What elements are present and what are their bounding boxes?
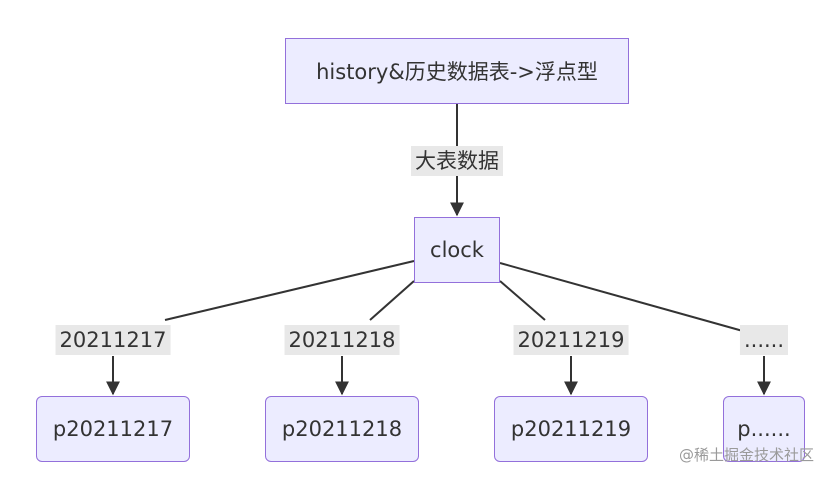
edge-label-20211217: 20211217	[55, 325, 171, 355]
edge-label-20211218: 20211218	[284, 325, 400, 355]
root-node-label: history&历史数据表->浮点型	[316, 60, 598, 84]
partition-node-label: p20211217	[52, 417, 174, 441]
edge-clock-to-more	[499, 262, 751, 334]
edge-label-more: ......	[739, 325, 789, 355]
partition-node-p20211218: p20211218	[265, 396, 419, 462]
watermark-text: @稀土掘金技术社区	[678, 446, 814, 464]
clock-node-label: clock	[430, 238, 484, 262]
partition-node-label: p20211219	[510, 417, 632, 441]
partition-node-p20211217: p20211217	[36, 396, 190, 462]
partition-node-label: p20211218	[281, 417, 403, 441]
edge-label-20211219: 20211219	[513, 325, 629, 355]
partition-node-p20211219: p20211219	[494, 396, 648, 462]
edge-clock-to-20211217	[164, 260, 415, 321]
partition-node-label: p......	[737, 417, 791, 441]
clock-node: clock	[414, 217, 500, 283]
root-node: history&历史数据表->浮点型	[285, 38, 629, 104]
partition-node-p-more: p......	[723, 396, 805, 462]
edge-clock-to-20211218	[369, 280, 415, 321]
root-edge-label: 大表数据	[411, 146, 503, 176]
edge-clock-to-20211219	[499, 280, 546, 321]
